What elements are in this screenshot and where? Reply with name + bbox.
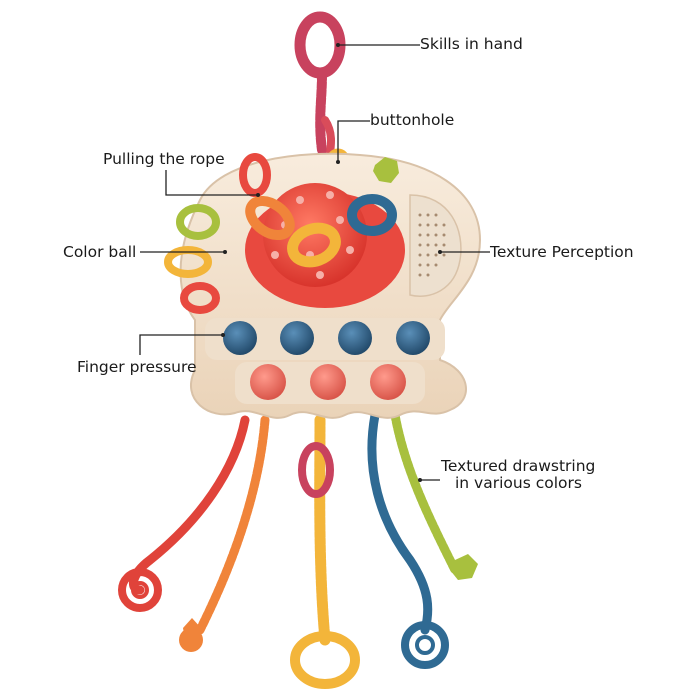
rings: [164, 153, 399, 314]
label-buttonhole: buttonhole: [370, 111, 455, 129]
label-color-ball: Color ball: [63, 243, 137, 261]
label-finger-pressure: Finger pressure: [77, 358, 197, 376]
label-textured-drawstring-line1: Textured drawstring: [441, 457, 596, 475]
callouts: [139, 43, 490, 482]
label-textured-drawstring-line2: in various colors: [455, 474, 582, 492]
pop-buttons: [205, 318, 445, 404]
drawstrings: [118, 410, 478, 689]
label-texture-perception: Texture Perception: [490, 243, 634, 261]
label-pulling-the-rope: Pulling the rope: [103, 150, 225, 168]
label-skills-in-hand: Skills in hand: [420, 35, 523, 53]
top-ring-rope: [294, 11, 350, 174]
